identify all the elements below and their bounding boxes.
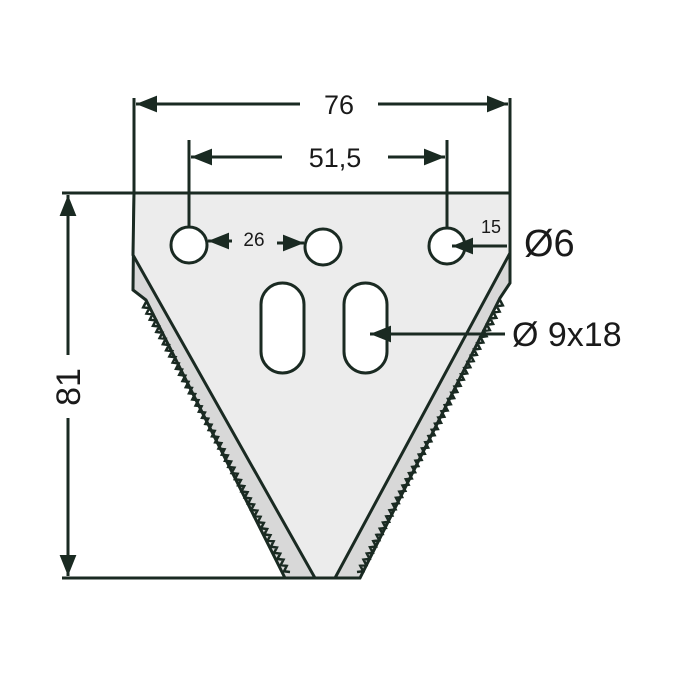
dim-overall-width: 76: [324, 90, 354, 120]
hole-left: [169, 225, 209, 265]
dim-edge-offset: 15: [481, 217, 501, 237]
serrated-edge-right: [356, 299, 505, 574]
slot-left: [259, 281, 306, 375]
dim-height: 81: [50, 368, 88, 406]
serrated-edge-left: [141, 301, 291, 574]
dim-center-offset: 26: [243, 230, 264, 251]
hole-center: [303, 227, 343, 267]
dimension-lines: [59, 95, 512, 580]
slot-right: [342, 281, 389, 375]
dim-hole-diameter: Ø6: [524, 223, 575, 265]
dim-slot-size: Ø 9x18: [512, 316, 622, 354]
dim-hole-spacing: 51,5: [309, 143, 362, 173]
